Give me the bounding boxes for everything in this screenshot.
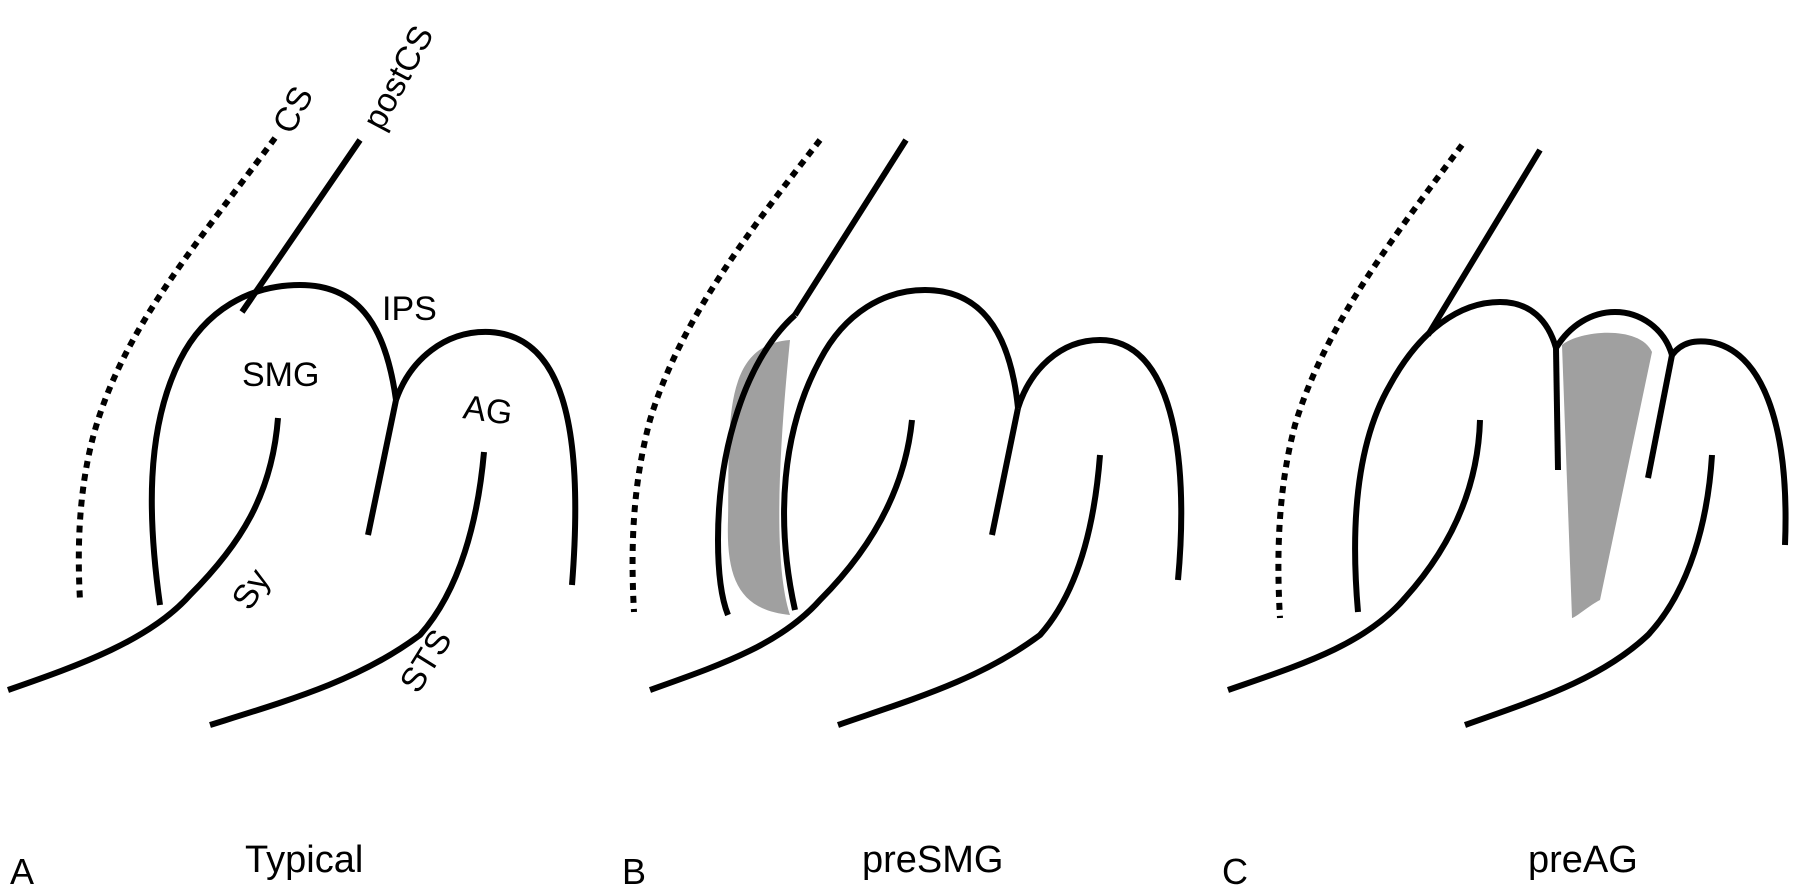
panel-a-ag-gyrus	[393, 328, 579, 586]
panel-b-caption: preSMG	[862, 839, 1003, 881]
panel-b-sylvian-fissure	[648, 419, 915, 693]
panel-b-shaded-region	[727, 340, 790, 615]
panel-a-superior-temporal-sulcus	[209, 451, 487, 728]
panel-a-postcentral-sulcus	[239, 138, 363, 314]
panel-c: C preAG	[1222, 143, 1789, 891]
panel-c-superior-temporal-sulcus	[1463, 454, 1715, 728]
panel-c-postcentral-sulcus	[1425, 148, 1543, 337]
panel-c-ips-right-branch	[1645, 354, 1675, 479]
panel-b-ips-descending	[989, 407, 1021, 536]
panel-a-sylvian-fissure	[7, 417, 281, 693]
panel-a-caption: Typical	[245, 839, 363, 881]
panel-b-presmg-arc	[715, 312, 798, 617]
panel-a-label-postcs: postCS	[356, 19, 442, 135]
panel-b-postcentral-sulcus	[792, 138, 909, 317]
panel-b-superior-temporal-sulcus	[837, 454, 1103, 728]
panel-a-label-ag: AG	[461, 388, 515, 432]
panel-c-caption: preAG	[1528, 839, 1638, 881]
panel-a-smg-gyrus	[148, 282, 399, 606]
panel-c-shaded-region	[1562, 332, 1652, 618]
panel-a-ips-descending	[365, 399, 399, 536]
panel-a: CS postCS IPS SMG AG Sy STS A Typical	[7, 19, 579, 891]
panel-b-ag-gyrus	[1015, 337, 1185, 581]
panel-a-label-smg: SMG	[242, 356, 319, 394]
panel-a-label-sts: STS	[393, 623, 460, 699]
panel-c-central-sulcus	[1275, 143, 1465, 619]
panel-c-smg-gyrus	[1352, 299, 1559, 613]
panel-a-label-cs: CS	[266, 80, 322, 140]
panel-c-sylvian-fissure	[1227, 419, 1483, 693]
panel-c-preag-gyrus	[1553, 309, 1675, 356]
panel-a-label-sy: Sy	[225, 562, 278, 616]
panel-c-ag-gyrus	[1669, 338, 1789, 546]
panel-b-central-sulcus	[629, 138, 823, 613]
panel-a-letter: A	[10, 851, 34, 891]
panel-c-letter: C	[1222, 851, 1248, 891]
panel-b: B preSMG	[622, 138, 1185, 891]
panel-c-ips-left-branch	[1553, 347, 1561, 471]
panel-b-letter: B	[622, 851, 646, 891]
panel-a-central-sulcus	[75, 136, 278, 601]
panel-b-smg-gyrus	[781, 287, 1021, 611]
panel-a-label-ips: IPS	[382, 290, 437, 328]
